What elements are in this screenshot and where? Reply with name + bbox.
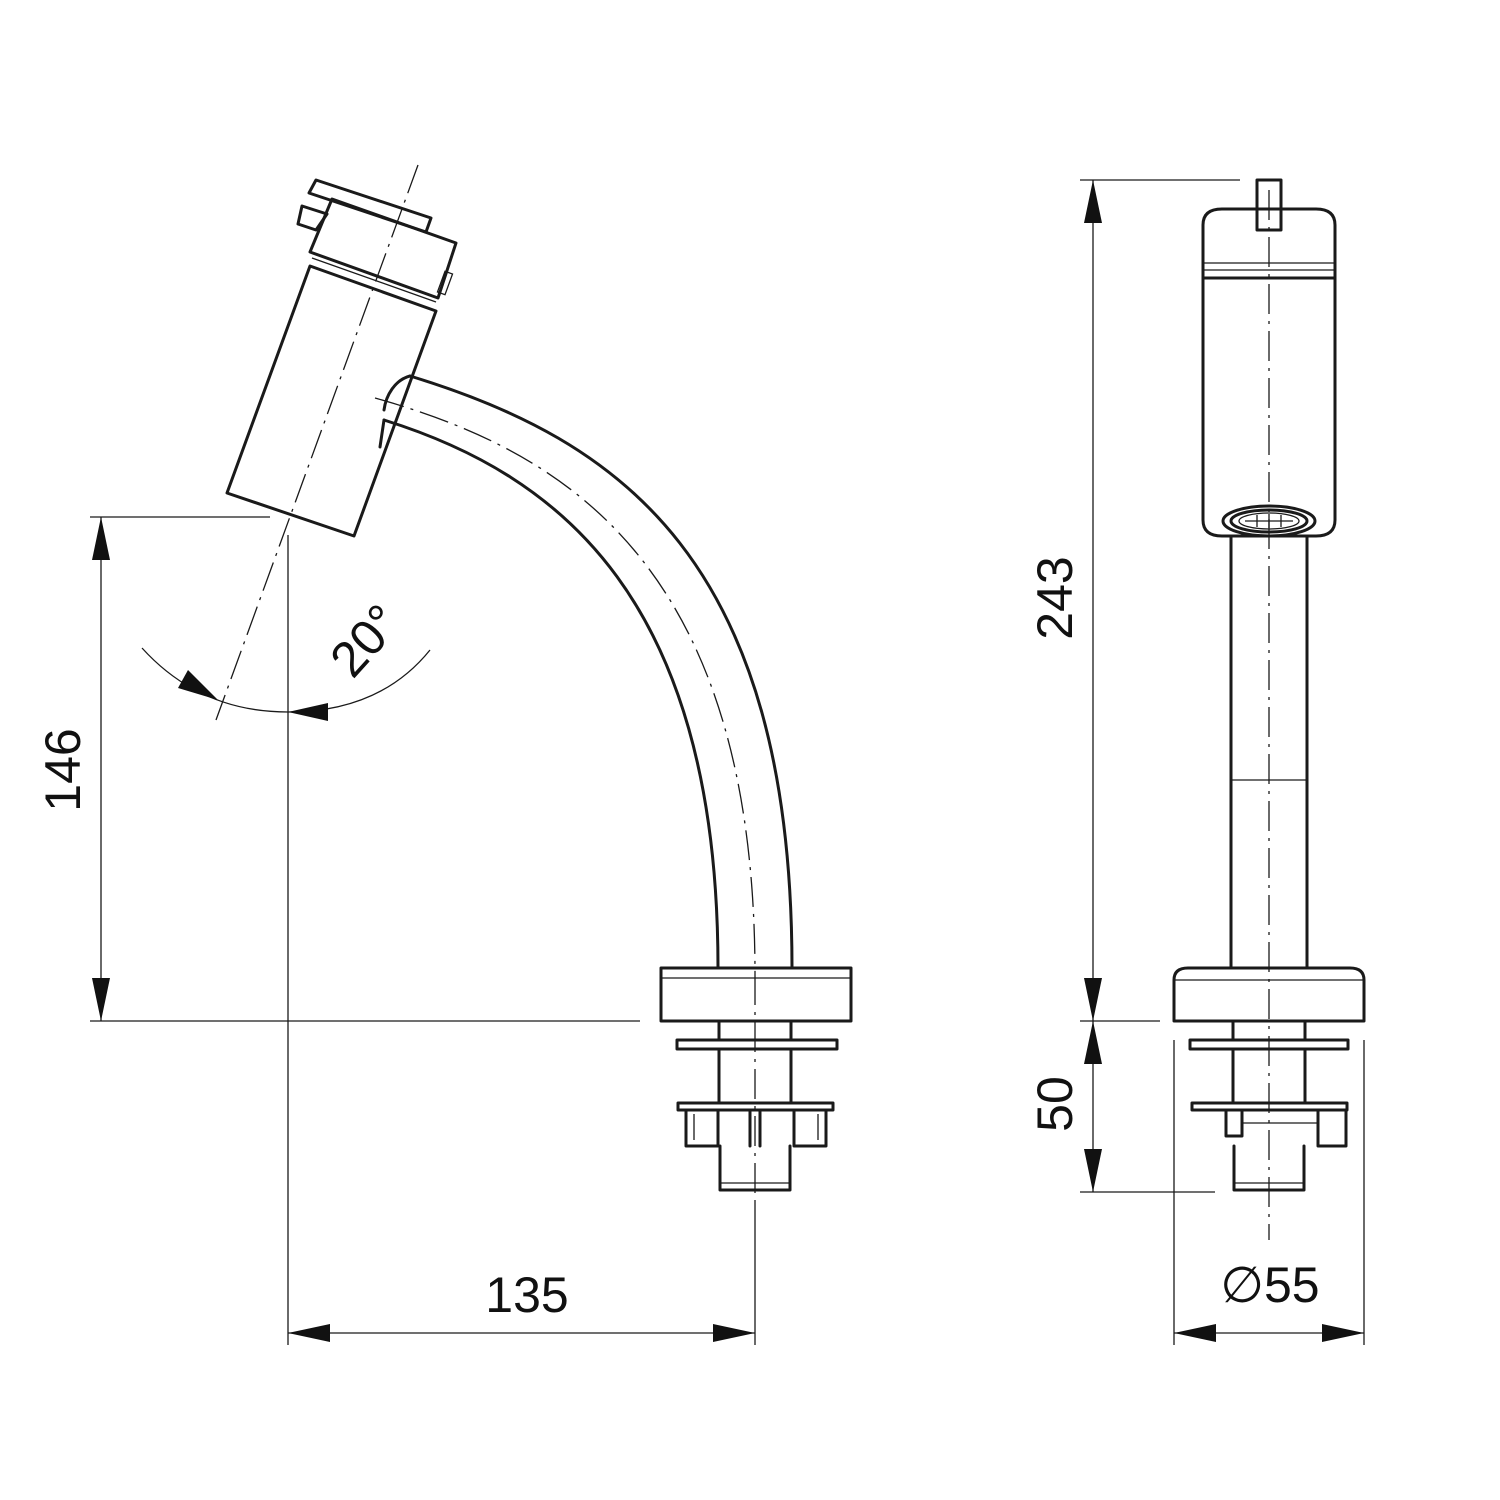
body-centerline (215, 164, 419, 721)
front-base-flange (1172, 966, 1366, 1023)
arrow-243-top (1084, 180, 1102, 223)
arrow-angle-right (288, 703, 328, 721)
spout-joint-lower (378, 418, 386, 449)
arrow-angle-left (178, 670, 218, 700)
lock-nut-plate (676, 1101, 835, 1112)
aerator-inner (1229, 508, 1309, 534)
front-lock-nut-right-tab (1316, 1108, 1348, 1148)
arrow-135-left (288, 1324, 330, 1342)
cap-body (308, 197, 458, 300)
dim-label-50: 50 (1027, 1076, 1083, 1132)
cap-band (311, 257, 437, 303)
arrow-50-top (1084, 1021, 1102, 1064)
dim-label-146: 146 (35, 728, 91, 811)
lock-nut-right-tab (792, 1108, 828, 1148)
spout-inner-edge (382, 418, 720, 970)
spout-outer-edge (408, 374, 794, 970)
washer (675, 1038, 839, 1051)
push-button (436, 270, 454, 296)
lock-nut-inner (693, 1114, 819, 1140)
arrow-55-left (1174, 1324, 1216, 1342)
angle-arc (141, 647, 431, 713)
front-view: 243 50 ∅55 (1027, 178, 1366, 1345)
top-knob-lower (1255, 207, 1283, 232)
aerator-mesh (1238, 512, 1300, 530)
cap-top (307, 178, 433, 234)
arrow-50-bottom (1084, 1149, 1102, 1192)
lock-nut-slot (748, 1108, 762, 1148)
dim-label-angle: 20° (319, 594, 411, 688)
spout-centerline (374, 397, 756, 976)
dim-label-135: 135 (485, 1267, 568, 1323)
arrow-55-right (1322, 1324, 1364, 1342)
dim-label-243: 243 (1027, 556, 1083, 639)
aerator-outer (1221, 504, 1317, 538)
arrow-243-bottom (1084, 978, 1102, 1021)
side-view: 146 135 20° (35, 164, 853, 1345)
cap-step (296, 204, 329, 232)
aerator-grid (1245, 514, 1293, 528)
spout-joint-upper (382, 374, 412, 412)
dim-label-55: ∅55 (1220, 1257, 1319, 1313)
front-lock-nut-left-tab (1224, 1108, 1244, 1138)
base-flange (659, 966, 853, 1023)
front-shank-thread (1232, 1144, 1306, 1192)
front-head (1201, 207, 1337, 280)
valve-body (225, 264, 438, 538)
arrow-135-right (713, 1324, 755, 1342)
top-knob (1255, 178, 1283, 211)
lock-nut-left-tab (684, 1108, 720, 1148)
shank-thread (718, 1144, 792, 1192)
front-washer (1188, 1038, 1350, 1051)
arrow-146-bottom (92, 978, 110, 1021)
arrow-146-top (92, 517, 110, 560)
